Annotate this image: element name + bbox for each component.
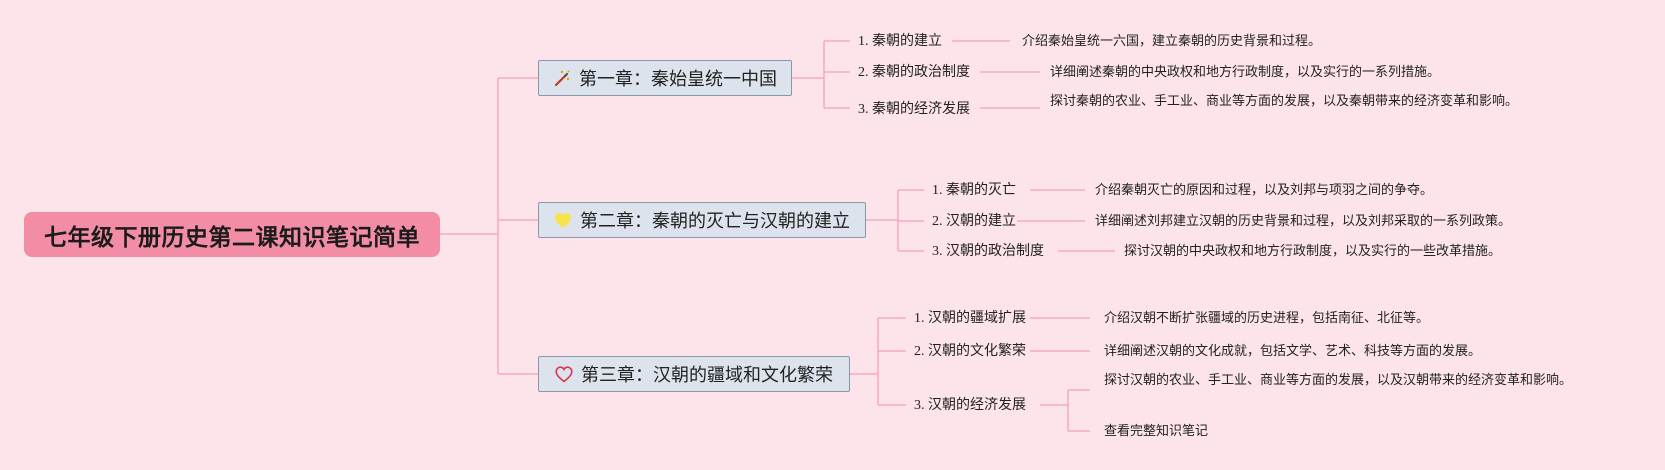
chapter-3-title: 第三章：汉朝的疆域和文化繁荣 — [581, 365, 833, 385]
chapter-3-item-1[interactable]: 1. 汉朝的疆域扩展 — [914, 311, 1026, 326]
root-title: 七年级下册历史第二课知识笔记简单 — [44, 223, 420, 250]
chapter-1-item-2-desc: 详细阐述秦朝的中央政权和地方行政制度，以及实行的一系列措施。 — [1050, 65, 1441, 80]
chapter-3-node[interactable]: 第三章：汉朝的疆域和文化繁荣 — [538, 356, 850, 392]
chapter-3-item-3[interactable]: 3. 汉朝的经济发展 — [914, 398, 1026, 413]
heart-outline-icon — [555, 365, 573, 383]
chapter-2-node[interactable]: 第二章：秦朝的灭亡与汉朝的建立 — [538, 202, 866, 238]
chapter-3-item-2[interactable]: 2. 汉朝的文化繁荣 — [914, 344, 1026, 359]
chapter-1-item-3-desc: 探讨秦朝的农业、手工业、商业等方面的发展，以及秦朝带来的经济变革和影响。 — [1050, 94, 1519, 109]
chapter-2-item-1[interactable]: 1. 秦朝的灭亡 — [932, 183, 1016, 198]
chapter-1-title: 第一章：秦始皇统一中国 — [579, 69, 777, 89]
root-node[interactable]: 七年级下册历史第二课知识笔记简单 — [24, 212, 440, 257]
yellow-heart-icon — [554, 212, 572, 229]
chapter-1-item-1-desc: 介绍秦始皇统一六国，建立秦朝的历史背景和过程。 — [1022, 34, 1322, 49]
chapter-2-item-1-desc: 介绍秦朝灭亡的原因和过程，以及刘邦与项羽之间的争夺。 — [1095, 183, 1434, 198]
chapter-2-title: 第二章：秦朝的灭亡与汉朝的建立 — [580, 211, 850, 231]
chapter-3-item-2-desc: 详细阐述汉朝的文化成就，包括文学、艺术、科技等方面的发展。 — [1104, 344, 1482, 359]
chapter-3-item-1-desc: 介绍汉朝不断扩张疆域的历史进程，包括南征、北征等。 — [1104, 311, 1430, 326]
chapter-1-node[interactable]: 第一章：秦始皇统一中国 — [538, 60, 792, 96]
chapter-1-item-3[interactable]: 3. 秦朝的经济发展 — [858, 102, 970, 117]
chapter-2-item-3[interactable]: 3. 汉朝的政治制度 — [932, 244, 1044, 259]
chapter-3-item-3-desc: 探讨汉朝的农业、手工业、商业等方面的发展，以及汉朝带来的经济变革和影响。 — [1104, 373, 1573, 388]
chapter-2-item-3-desc: 探讨汉朝的中央政权和地方行政制度，以及实行的一些改革措施。 — [1124, 244, 1502, 259]
chapter-1-item-1[interactable]: 1. 秦朝的建立 — [858, 34, 942, 49]
chapter-1-item-2[interactable]: 2. 秦朝的政治制度 — [858, 65, 970, 80]
chapter-2-item-2-desc: 详细阐述刘邦建立汉朝的历史背景和过程，以及刘邦采取的一系列政策。 — [1095, 214, 1512, 229]
magic-wand-icon — [553, 69, 571, 87]
view-full-notes-link[interactable]: 查看完整知识笔记 — [1104, 424, 1209, 439]
chapter-2-item-2[interactable]: 2. 汉朝的建立 — [932, 214, 1016, 229]
